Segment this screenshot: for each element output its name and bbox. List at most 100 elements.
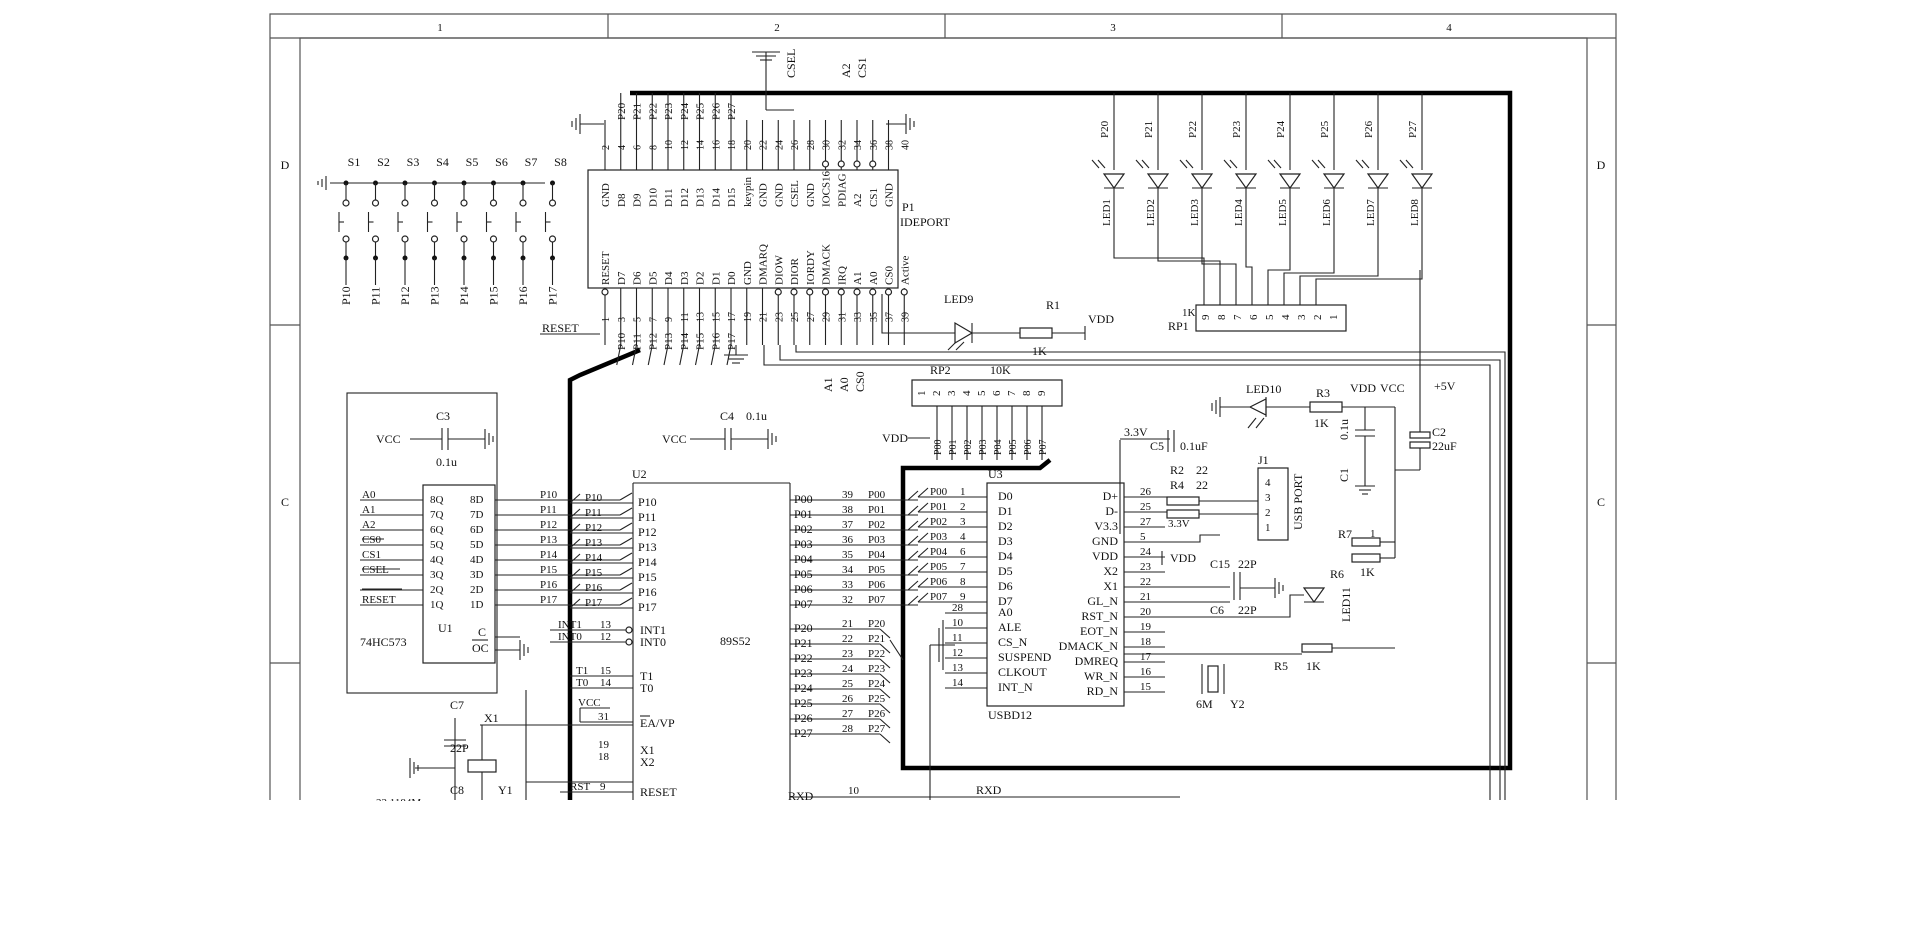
switch-label-s3: S3 (407, 155, 420, 169)
led-top-net-4: P24 (1275, 120, 1287, 138)
u2-bus-entry (879, 673, 891, 684)
ide-pin-circle (821, 160, 830, 168)
ide-pin-circle (774, 288, 782, 296)
u3-right-num-9: 19 (1140, 621, 1152, 633)
switch-contact (460, 235, 468, 243)
u2-p2-name-4: P24 (794, 681, 813, 695)
u3-bus-entry (917, 502, 929, 513)
u2-right-num-7: 32 (842, 594, 853, 606)
c7-ref: C7 (450, 698, 464, 712)
led-top-label-4: LED5 (1277, 199, 1289, 226)
frame-row-d-right: D (1597, 158, 1606, 172)
led-symbol (1146, 173, 1170, 190)
u2-int-num-0: 13 (600, 619, 612, 631)
u3-left-name-3: D3 (998, 534, 1013, 548)
ide-bottom-pin-name: D5 (647, 271, 659, 285)
u1-signal-2: A2 (362, 519, 375, 531)
u2-left-name-5: P15 (638, 570, 657, 584)
ide-top-pin-num: 24 (774, 140, 785, 150)
ide-pin-circle (837, 288, 845, 296)
u3-left-net-0: P00 (930, 486, 948, 498)
u2-right-name-4: P04 (794, 552, 813, 566)
u2-t-num-1: 14 (600, 677, 612, 689)
ide-top-net-7: P27 (726, 102, 738, 120)
ide-bottom-pin-num: 29 (822, 312, 833, 322)
r2-ref: R2 (1170, 463, 1184, 477)
u2-right-name-6: P06 (794, 582, 813, 596)
u2-t-net-0: T1 (576, 665, 588, 677)
led-arrow (1399, 159, 1408, 169)
ide-top-pin-name: D8 (616, 193, 628, 207)
ide-bottom-pin-name: GND (742, 261, 754, 285)
u2-p2-bus-join (889, 639, 904, 661)
led-route (1267, 245, 1291, 305)
ide-top-pin-name: D9 (632, 193, 644, 207)
ide-top-pin-num: 2 (601, 145, 612, 150)
usb-plus5: +5V (1434, 379, 1456, 393)
u2-bus-entry (907, 535, 919, 546)
u3-left-net-1: P01 (930, 501, 947, 513)
u2-left-net-6: P16 (585, 582, 603, 594)
switch-contact (342, 235, 350, 243)
led-route (1283, 245, 1335, 305)
u3-right-name-4: VDD (1092, 549, 1118, 563)
led-arrow (1135, 159, 1144, 169)
switch-port-5: P15 (487, 286, 501, 305)
led-top-net-7: P27 (1407, 120, 1419, 138)
led-route (1157, 245, 1221, 305)
ide-top-pin-num: 8 (648, 145, 659, 150)
switch-contact (371, 199, 380, 207)
led-symbol (1190, 173, 1214, 190)
u2-int-bubble (625, 626, 633, 634)
u2-bus-entry (569, 568, 581, 579)
u1-bus-entry (619, 582, 633, 591)
led-top-label-3: LED4 (1233, 199, 1245, 226)
u2-t-name-1: T0 (640, 681, 653, 695)
u3-right-num-5: 23 (1140, 561, 1152, 573)
c15-value: 22P (1238, 557, 1257, 571)
rp1-pin-4: 5 (1264, 314, 1276, 320)
u2-p2-num-3: 24 (842, 663, 854, 675)
u2-x-num-0: 19 (598, 739, 610, 751)
u2-bus-entry (569, 523, 581, 534)
ide-pin-circle (869, 288, 877, 296)
u1-ref: U1 (438, 621, 453, 635)
u2-p2-name-3: P23 (794, 666, 813, 680)
ide-bottom-pin-name: D7 (616, 271, 628, 285)
u2-ea-num: 31 (598, 711, 609, 723)
rp2-net-3: P03 (978, 439, 989, 455)
ide-bottom-pin-num: 39 (900, 312, 911, 322)
ide-bottom-net-3: P13 (663, 332, 675, 350)
ide-top-pin-name: A2 (852, 194, 864, 207)
u3-vdd-label: VDD (1170, 551, 1196, 565)
c4-value: 0.1u (746, 409, 767, 423)
led11-ref: LED11 (1339, 587, 1353, 622)
u2-bus-entry (879, 643, 891, 654)
led-symbol (1278, 173, 1302, 190)
ide-top-pin-num: 14 (696, 140, 707, 150)
ide-signal-cs1: CS1 (855, 57, 869, 78)
u2-bus-entry (907, 505, 919, 516)
ide-bottom-pin-num: 5 (633, 317, 644, 322)
u2-right-name-1: P01 (794, 507, 813, 521)
u3-left-name-5: D5 (998, 564, 1013, 578)
u3-bus-entry (917, 577, 929, 588)
led-top-net-2: P22 (1187, 121, 1199, 138)
rp2-ref: RP2 (930, 363, 951, 377)
u2-left-net-4: P14 (585, 552, 603, 564)
u2-x-name-0: X1 (640, 743, 655, 757)
ide-bottom-pin-num: 13 (696, 312, 707, 322)
u1-bus-entry (619, 597, 633, 606)
rp1-pin-1: 8 (1216, 314, 1228, 320)
u3-right-name-6: X1 (1103, 579, 1118, 593)
rp2-net-0: P00 (933, 439, 944, 455)
c1-ref: C1 (1337, 468, 1351, 482)
led9-vdd: VDD (1088, 312, 1114, 326)
ide-top-pin-name: keypin (742, 177, 754, 207)
u3-left-net-6: P06 (930, 576, 948, 588)
ide-bottom-pin-num: 1 (601, 317, 612, 322)
ide-bottom-net-5: P15 (695, 332, 707, 350)
ide-bottom-pin-num: 15 (711, 312, 722, 322)
ide-bottom-pin-name: D6 (632, 271, 644, 285)
